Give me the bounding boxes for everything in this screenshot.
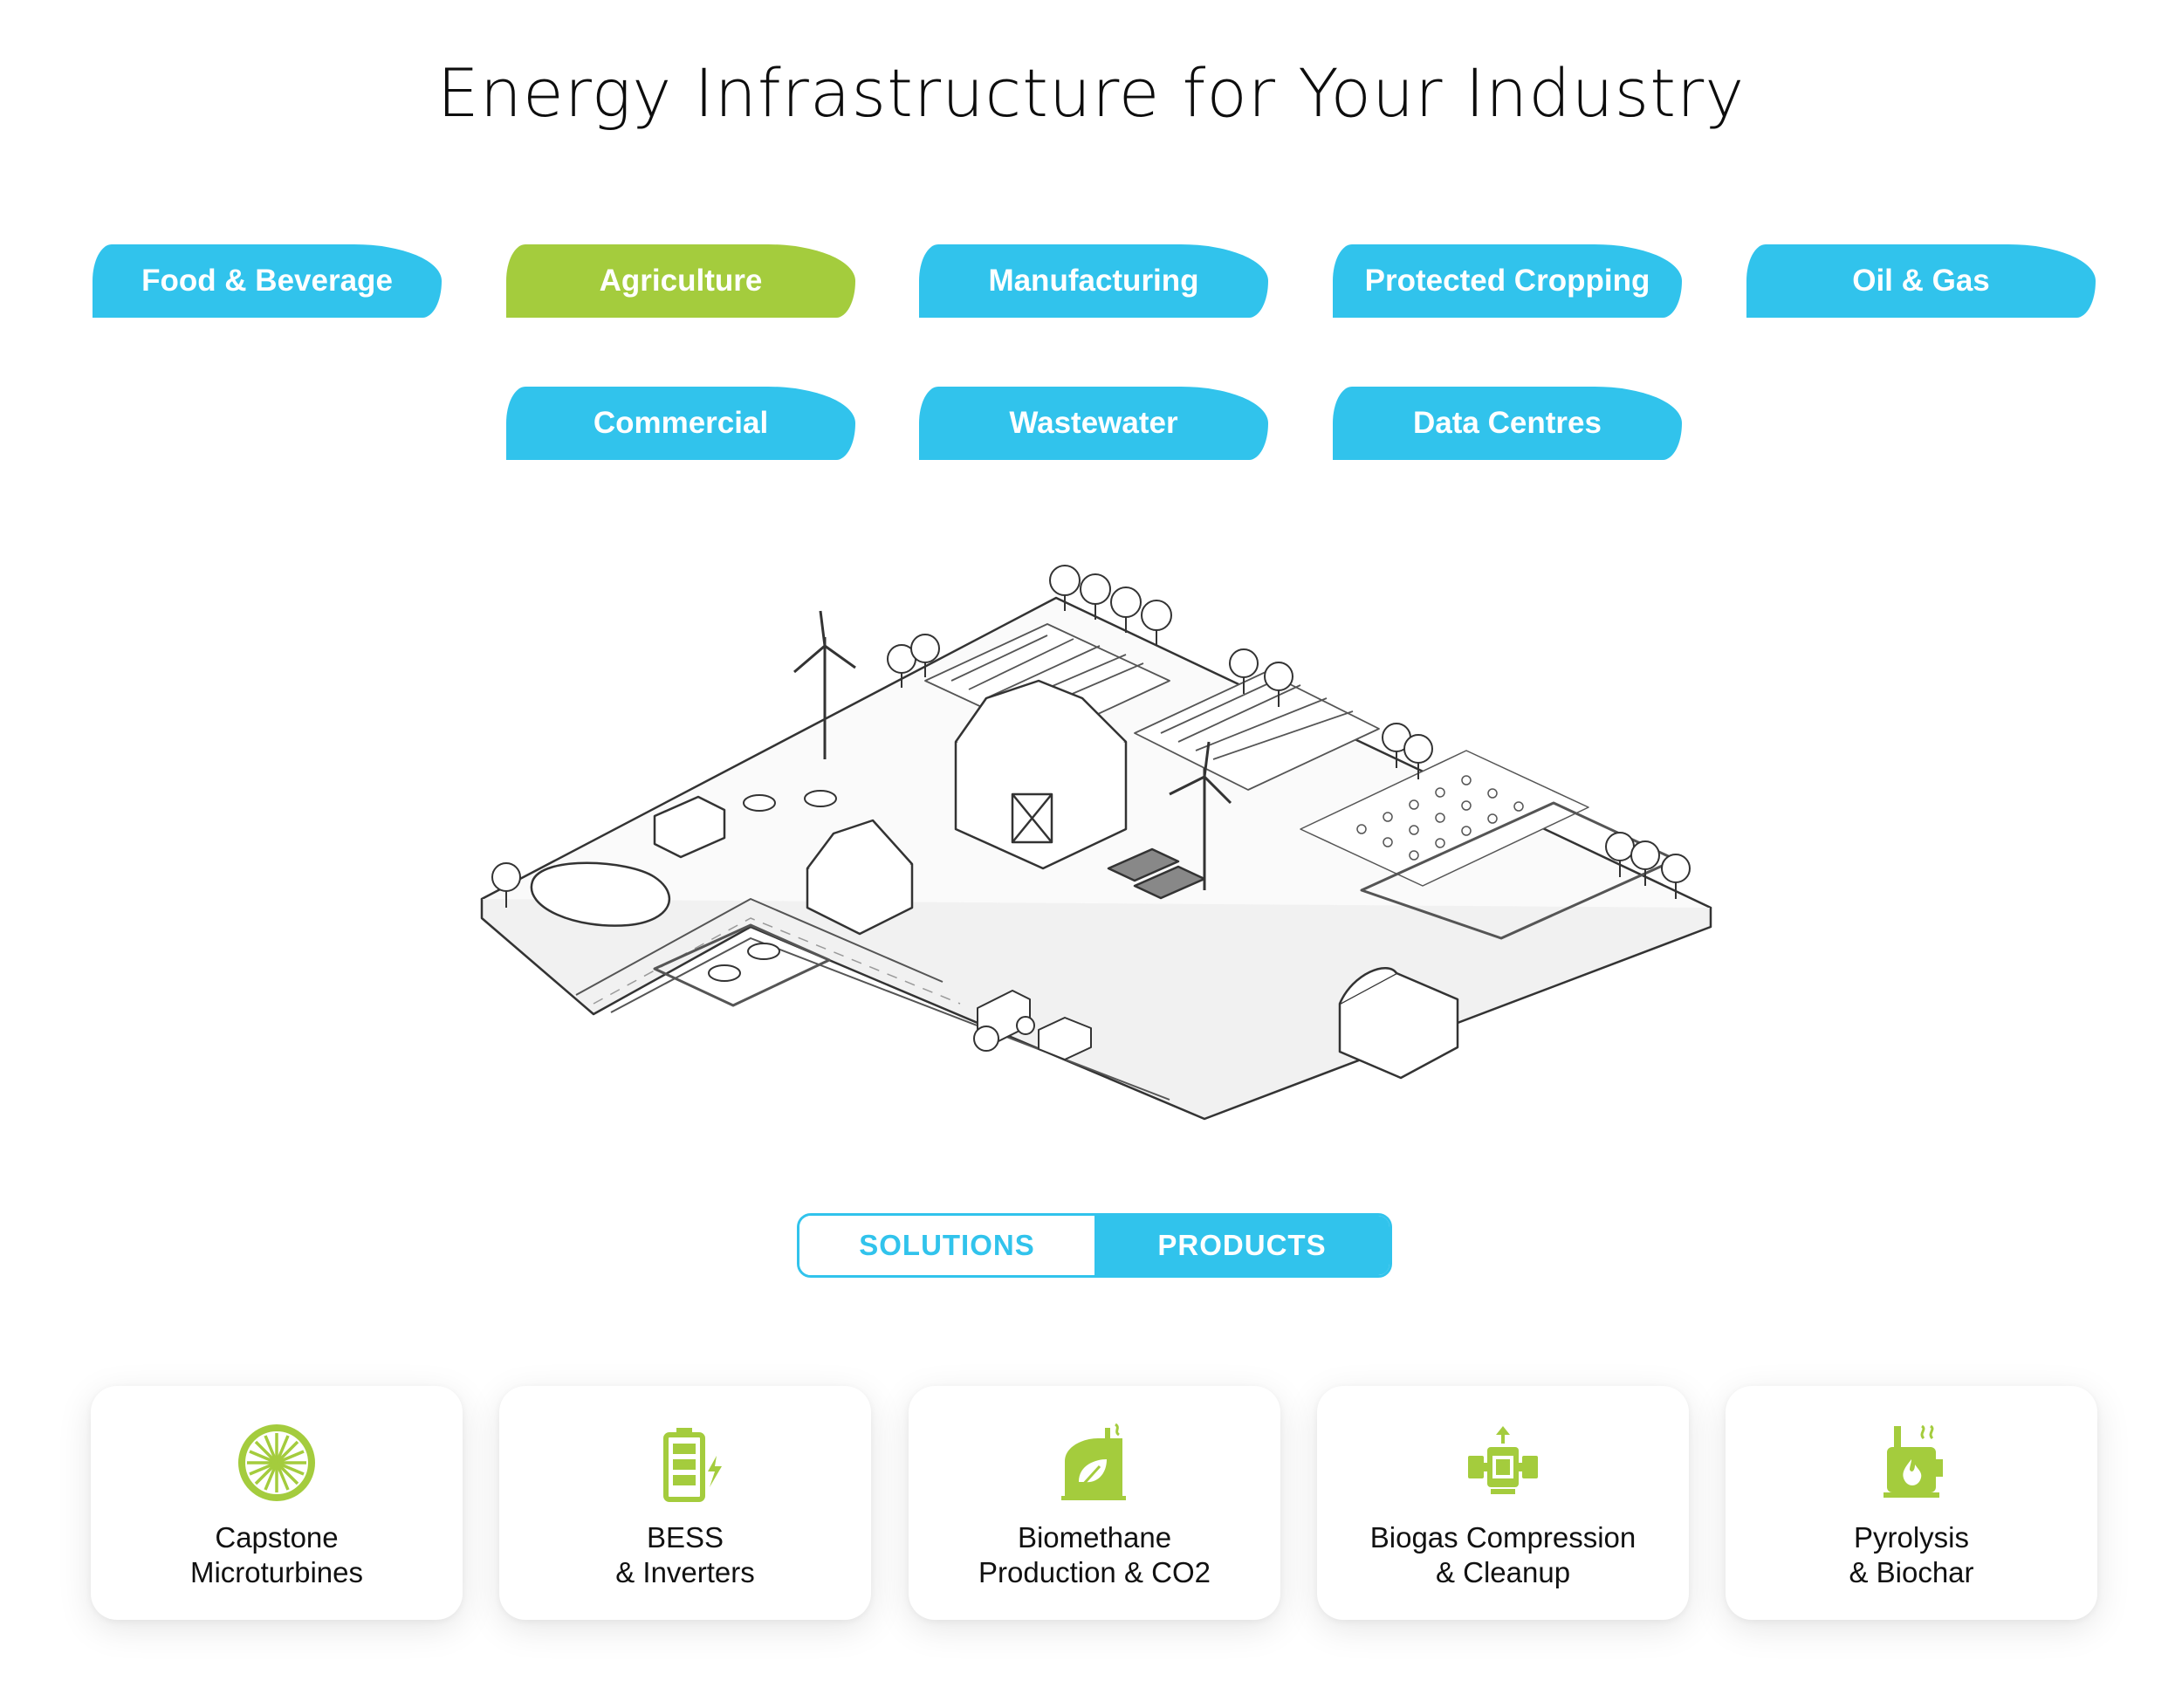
tab-oil-gas[interactable]: Oil & Gas xyxy=(1746,244,2096,318)
tab-label: Oil & Gas xyxy=(1852,264,1990,298)
compressor-icon xyxy=(1468,1426,1538,1494)
small-shed-illustration xyxy=(653,795,726,859)
tab-protected-cropping[interactable]: Protected Cropping xyxy=(1333,244,1682,318)
tab-label: Data Centres xyxy=(1413,406,1602,440)
pyrolysis-icon xyxy=(1884,1424,1943,1498)
product-card-label: BESS& Inverters xyxy=(615,1521,755,1588)
biomethane-tank-icon xyxy=(1061,1423,1126,1500)
road xyxy=(575,898,1170,1101)
tab-data-centres[interactable]: Data Centres xyxy=(1333,387,1682,460)
tab-label: Protected Cropping xyxy=(1364,264,1650,298)
product-card-label: Biogas Compression& Cleanup xyxy=(1369,1521,1636,1588)
tab-label: Commercial xyxy=(593,406,769,440)
tab-commercial[interactable]: Commercial xyxy=(506,387,855,460)
solutions-toggle-option[interactable]: SOLUTIONS xyxy=(799,1216,1094,1275)
livestock-illustrations xyxy=(708,790,837,982)
hangar-illustration xyxy=(1338,967,1459,1080)
battery-icon xyxy=(663,1428,722,1502)
big-barn-illustration xyxy=(954,679,1128,870)
agriculture-scene-illustration xyxy=(480,565,1712,1121)
tab-label: Food & Beverage xyxy=(141,264,393,298)
tab-food-beverage[interactable]: Food & Beverage xyxy=(93,244,442,318)
tab-agriculture[interactable]: Agriculture xyxy=(506,244,855,318)
animal-pen xyxy=(653,923,831,1007)
tab-manufacturing[interactable]: Manufacturing xyxy=(919,244,1268,318)
tractor-illustration xyxy=(973,990,1092,1060)
tab-label: Wastewater xyxy=(1009,406,1178,440)
turbine-icon xyxy=(238,1424,315,1501)
tab-wastewater[interactable]: Wastewater xyxy=(919,387,1268,460)
wind-turbine-illustration xyxy=(793,610,1232,890)
tab-label: Manufacturing xyxy=(988,264,1199,298)
products-toggle-option[interactable]: PRODUCTS xyxy=(1094,1216,1389,1275)
product-card-biogas-compression[interactable]: Biogas Compression& Cleanup xyxy=(1317,1386,1689,1620)
tree-illustrations xyxy=(491,565,1691,908)
product-card-label: Pyrolysis& Biochar xyxy=(1849,1521,1974,1588)
product-card-bess-inverters[interactable]: BESS& Inverters xyxy=(499,1386,871,1620)
solutions-products-toggle[interactable]: SOLUTIONS PRODUCTS xyxy=(797,1213,1392,1278)
orchard-dots xyxy=(1300,750,1589,887)
product-card-pyrolysis-biochar[interactable]: Pyrolysis& Biochar xyxy=(1726,1386,2097,1620)
platform-side xyxy=(480,899,1712,1121)
pond xyxy=(530,861,671,927)
tab-label: Agriculture xyxy=(599,264,763,298)
page-title: Energy Infrastructure for Your Industry xyxy=(436,54,1746,132)
farmhouse-illustration xyxy=(806,819,914,936)
